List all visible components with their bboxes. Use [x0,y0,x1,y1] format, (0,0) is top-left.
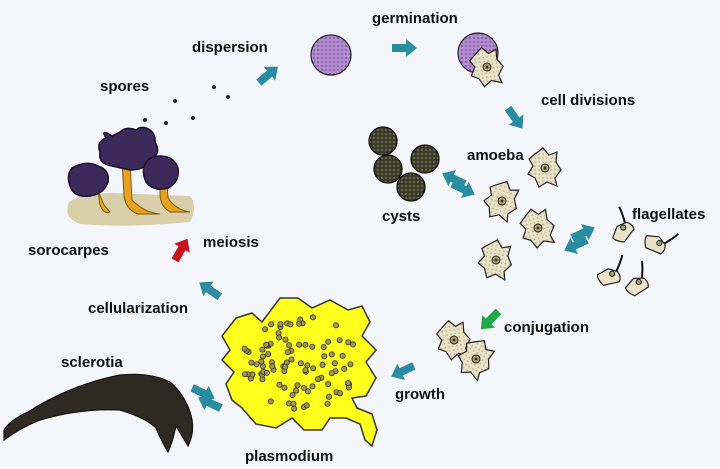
label-cysts: cysts [382,208,421,225]
label-cell-divisions: cell divisions [541,92,636,109]
label-dispersion: dispersion [192,39,268,56]
label-plasmodium: plasmodium [245,448,334,465]
label-amoeba: amoeba [467,147,524,164]
germinating-spore [457,32,507,90]
cysts-illustration [368,126,440,202]
label-sorocarpes: sorocarpes [28,242,109,259]
label-flagellates: flagellates [632,206,706,223]
sorocarpes-illustration [67,126,194,226]
arrows [171,39,599,417]
sclerotia-illustration [3,373,194,454]
label-sclerotia: sclerotia [61,354,123,371]
label-conjugation: conjugation [504,319,589,336]
amoebae-illustration [475,147,562,283]
label-germination: germination [372,10,458,27]
label-growth: growth [395,386,445,403]
spore [310,34,352,76]
plasmodium-illustration [220,297,378,448]
label-cellularization: cellularization [88,300,189,317]
label-meiosis: meiosis [203,234,259,251]
label-spores: spores [100,78,150,95]
